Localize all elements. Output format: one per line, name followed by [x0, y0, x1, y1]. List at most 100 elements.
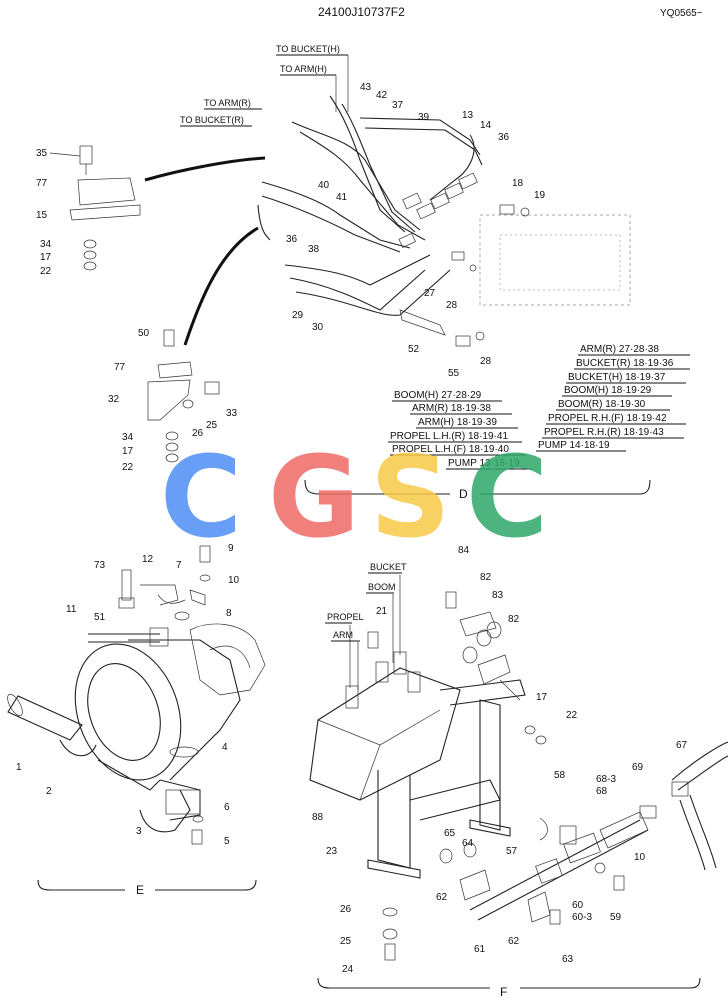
callout-to-bucket-h: TO BUCKET(H): [276, 44, 340, 54]
part-43: 43: [360, 82, 372, 93]
spec-right-4: BOOM(R) 18·19·30: [558, 399, 646, 410]
part-22c: 22: [566, 710, 578, 721]
part-77: 77: [36, 178, 48, 189]
part-38: 38: [308, 244, 320, 255]
spec-right-5: PROPEL R.H.(F) 18·19·42: [548, 413, 667, 424]
part-64: 64: [462, 838, 474, 849]
section-d-part-numbers: 35 77 15 34 17 22 43 42 37 39 13 14 36 4…: [36, 82, 546, 473]
part-15: 15: [36, 210, 48, 221]
part-62: 62: [436, 892, 448, 903]
part-59: 59: [610, 912, 622, 923]
part-41: 41: [336, 192, 348, 203]
part-84: 84: [458, 545, 470, 556]
valve-label-bucket: BUCKET: [370, 562, 407, 572]
part-1: 1: [16, 762, 22, 773]
part-68: 68: [596, 786, 608, 797]
part-9: 9: [228, 543, 234, 554]
spec-left-5: PUMP 13·18·19: [448, 458, 520, 469]
spec-right-7: PUMP 14·18·19: [538, 440, 610, 451]
part-77b: 77: [114, 362, 126, 373]
part-35: 35: [36, 148, 48, 159]
section-e-part-numbers: 73 12 7 9 10 8 11 51 4 1 2 3 6 5: [16, 543, 240, 847]
part-26b: 26: [340, 904, 352, 915]
watermark-cgsc: C G S C: [160, 433, 548, 563]
watermark-letter-c2: C: [466, 433, 548, 563]
part-83: 83: [492, 590, 504, 601]
spec-right-3: BOOM(H) 18·19·29: [564, 385, 652, 396]
section-e-label: E: [136, 883, 144, 897]
part-26: 26: [192, 428, 204, 439]
spec-left-2: ARM(H) 18·19·39: [418, 417, 497, 428]
part-82: 82: [480, 572, 492, 583]
spec-left-4: PROPEL L.H.(F) 18·19·40: [392, 444, 509, 455]
part-58: 58: [554, 770, 566, 781]
part-3: 3: [136, 826, 142, 837]
section-f-labels: BUCKET BOOM PROPEL ARM: [325, 562, 407, 642]
part-29: 29: [292, 310, 304, 321]
part-62b: 62: [508, 936, 520, 947]
part-17b: 17: [122, 446, 134, 457]
part-36: 36: [498, 132, 510, 143]
part-65: 65: [444, 828, 456, 839]
watermark-letter-g: G: [268, 433, 360, 563]
part-24: 24: [342, 964, 354, 975]
part-14: 14: [480, 120, 492, 131]
part-22b: 22: [122, 462, 134, 473]
part-25b: 25: [340, 936, 352, 947]
part-18: 18: [512, 178, 524, 189]
part-34: 34: [40, 239, 52, 250]
part-8: 8: [226, 608, 232, 619]
part-82b: 82: [508, 614, 520, 625]
part-68-3: 68-3: [596, 774, 616, 785]
section-d-drawing: TO BUCKET(H) TO ARM(H) TO ARM(R) TO BUCK…: [69, 44, 631, 463]
part-21: 21: [376, 606, 388, 617]
valve-label-propel: PROPEL: [327, 612, 364, 622]
watermark-letter-s: S: [370, 433, 451, 563]
part-22: 22: [40, 266, 52, 277]
part-36b: 36: [286, 234, 298, 245]
part-4: 4: [222, 742, 228, 753]
part-10b: 10: [634, 852, 646, 863]
valve-label-arm: ARM: [333, 630, 353, 640]
section-f-drawing: [309, 575, 728, 961]
part-39: 39: [418, 112, 430, 123]
part-69: 69: [632, 762, 644, 773]
part-40: 40: [318, 180, 330, 191]
part-60: 60: [572, 900, 584, 911]
part-42: 42: [376, 90, 388, 101]
part-57: 57: [506, 846, 518, 857]
valve-label-boom: BOOM: [368, 582, 396, 592]
part-28: 28: [446, 300, 458, 311]
part-10: 10: [228, 575, 240, 586]
part-7: 7: [176, 560, 182, 571]
part-5: 5: [224, 836, 230, 847]
part-17: 17: [40, 252, 52, 263]
part-17c: 17: [536, 692, 548, 703]
part-55: 55: [448, 368, 460, 379]
part-27: 27: [424, 288, 436, 299]
spec-left-0: BOOM(H) 27·28·29: [394, 390, 482, 401]
part-67: 67: [676, 740, 688, 751]
part-61: 61: [474, 944, 486, 955]
callout-to-bucket-r: TO BUCKET(R): [180, 115, 244, 125]
section-f-part-numbers: 84 82 83 82 21 17 22 67 58 68-3 68 69 88…: [312, 545, 688, 975]
part-52: 52: [408, 344, 420, 355]
part-11: 11: [66, 604, 77, 615]
part-25: 25: [206, 420, 218, 431]
part-63: 63: [562, 954, 574, 965]
part-37: 37: [392, 100, 404, 111]
section-f-label: F: [500, 985, 507, 999]
valve-fittings-d: [398, 172, 478, 248]
part-34b: 34: [122, 432, 134, 443]
part-6: 6: [224, 802, 230, 813]
part-73: 73: [94, 560, 106, 571]
part-33: 33: [226, 408, 238, 419]
part-30: 30: [312, 322, 324, 333]
spec-table-left: BOOM(H) 27·28·29 ARM(R) 18·19·38 ARM(H) …: [388, 390, 532, 470]
part-51: 51: [94, 612, 106, 623]
callout-to-arm-r: TO ARM(R): [204, 98, 251, 108]
part-50: 50: [138, 328, 150, 339]
part-23: 23: [326, 846, 338, 857]
